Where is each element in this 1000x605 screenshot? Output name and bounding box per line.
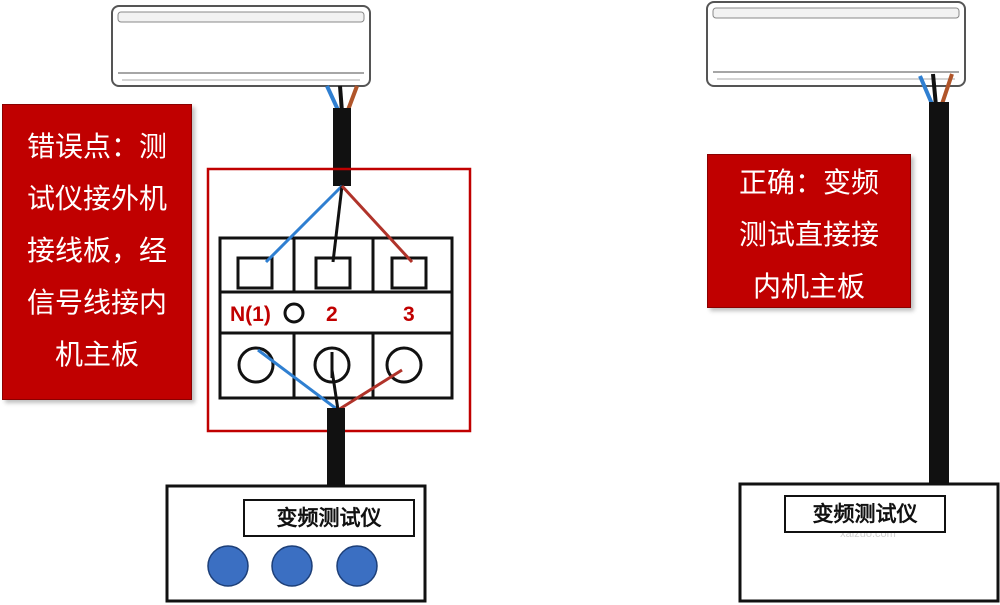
- left-indoor-unit-icon: [111, 5, 371, 87]
- right-cable: [929, 102, 949, 484]
- right-tester-label: 变频测试仪: [784, 495, 946, 533]
- left-unit-wires: [325, 85, 359, 113]
- correct-note-box: 正确：变频 测试直接接 内机主板: [707, 154, 911, 308]
- left-tester-label: 变频测试仪: [243, 499, 415, 537]
- error-note-line: 试仪接外机: [26, 182, 167, 215]
- correct-note-line: 测试直接接: [738, 218, 879, 251]
- correct-note-line: 内机主板: [752, 270, 865, 303]
- error-note-box: 错误点：测 试仪接外机 接线板，经 信号线接内 机主板: [2, 104, 192, 400]
- terminal-label-n1: N(1): [230, 303, 271, 326]
- error-note-line: 接线板，经: [26, 234, 167, 267]
- terminal-upper-wires: [264, 184, 414, 264]
- terminal-block-icon: [218, 236, 454, 400]
- terminal-label-2: 2: [326, 303, 338, 326]
- right-unit-wires: [918, 73, 954, 107]
- terminal-label-3: 3: [403, 303, 415, 326]
- error-note-line: 信号线接内: [26, 286, 167, 319]
- error-note-line: 机主板: [54, 338, 139, 371]
- right-indoor-unit-icon: [706, 1, 966, 87]
- tester-button-2[interactable]: [271, 545, 313, 587]
- correct-note-line: 正确：变频: [738, 166, 879, 199]
- tester-button-3[interactable]: [336, 545, 378, 587]
- error-note-line: 错误点：测: [26, 130, 167, 163]
- left-lower-cable: [327, 408, 345, 486]
- terminal-lower-wires: [257, 348, 403, 412]
- left-upper-cable: [333, 108, 351, 186]
- tester-button-1[interactable]: [207, 545, 249, 587]
